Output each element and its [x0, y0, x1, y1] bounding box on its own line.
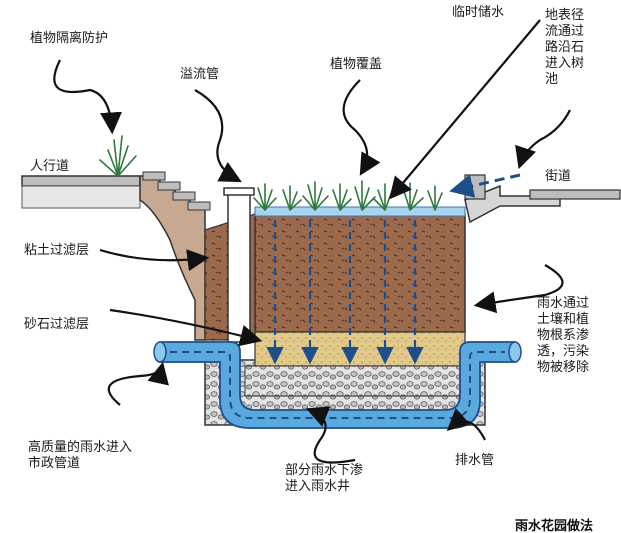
drain-pipe-system — [153, 341, 522, 429]
runoff-arrow — [449, 173, 521, 198]
label-clay-filter: 粘土过滤层 — [24, 243, 90, 258]
clay-soil-layer — [254, 213, 466, 333]
label-drain-pipe: 排水管 — [455, 453, 495, 468]
label-overflow-pipe: 溢流管 — [180, 67, 220, 82]
ponding-water — [254, 206, 466, 217]
overflow-pipe — [227, 191, 251, 343]
label-gravel-filter: 砂石过滤层 — [24, 317, 90, 332]
label-partial-seep: 部分雨水下渗 进入雨水井 — [285, 463, 364, 494]
retaining-wall — [139, 171, 211, 341]
label-sidewalk: 人行道 — [30, 159, 70, 174]
label-temp-storage: 临时储水 — [452, 5, 505, 20]
diagram-caption: 雨水花园做法 — [515, 519, 594, 533]
sand-gravel-filter-layer — [254, 331, 466, 367]
sidewalk-slab — [21, 175, 141, 209]
label-plant-cover: 植物覆盖 — [330, 57, 383, 72]
label-plant-barrier: 植物隔离防护 — [30, 31, 109, 46]
label-surface-runoff: 地表径 流通过 路沿石 进入树 池 — [545, 8, 585, 87]
label-high-quality-rain: 高质量的雨水进入 市政管道 — [28, 440, 133, 471]
annotation-pointers — [53, 19, 571, 464]
label-street: 街道 — [545, 169, 572, 184]
label-rain-infiltrate: 雨水通过 土壤和植 物根系渗 透，污染 物被移除 — [537, 296, 590, 375]
